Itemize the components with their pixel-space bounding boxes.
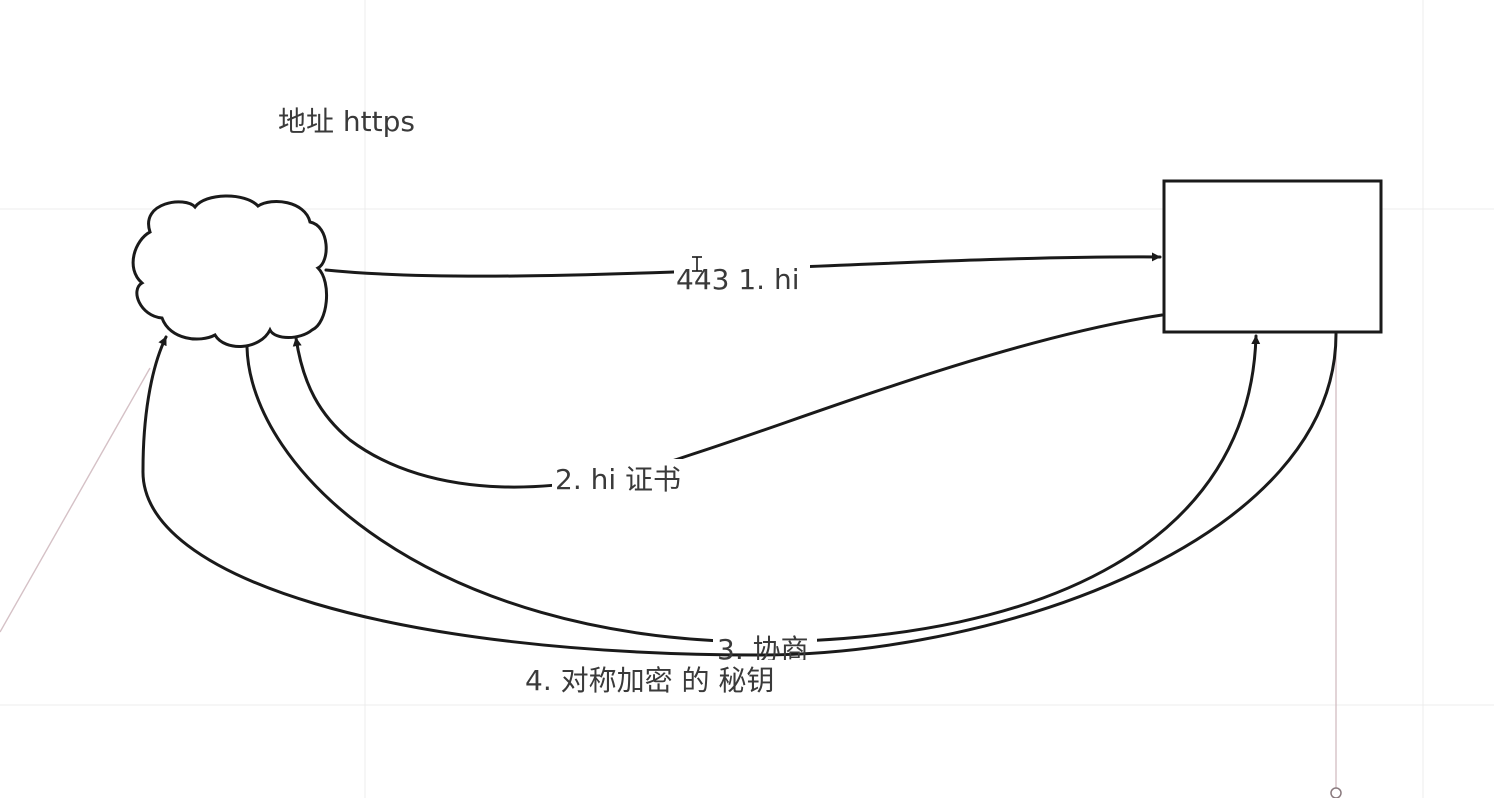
edge-1-label: 443 1. hi <box>676 263 799 296</box>
guide-lines <box>0 340 1342 798</box>
connector-handle[interactable] <box>1330 787 1342 798</box>
edge-2-arrow[interactable] <box>292 313 1164 489</box>
edge-labels: 443 1. hi 2. hi 证书 3. 协商 4. 对称加密 的 秘钥 <box>522 258 817 697</box>
edge-3-arrow[interactable] <box>245 334 1261 644</box>
text-cursor-icon <box>692 256 702 272</box>
edge-4-label: 4. 对称加密 的 秘钥 <box>525 664 774 697</box>
diagram-title: 地址 https <box>278 105 415 138</box>
edge-4-arrow[interactable] <box>141 332 1338 657</box>
client-cloud-icon[interactable] <box>131 194 329 348</box>
edge-2-label: 2. hi 证书 <box>555 463 681 496</box>
server-box[interactable] <box>1162 179 1383 334</box>
